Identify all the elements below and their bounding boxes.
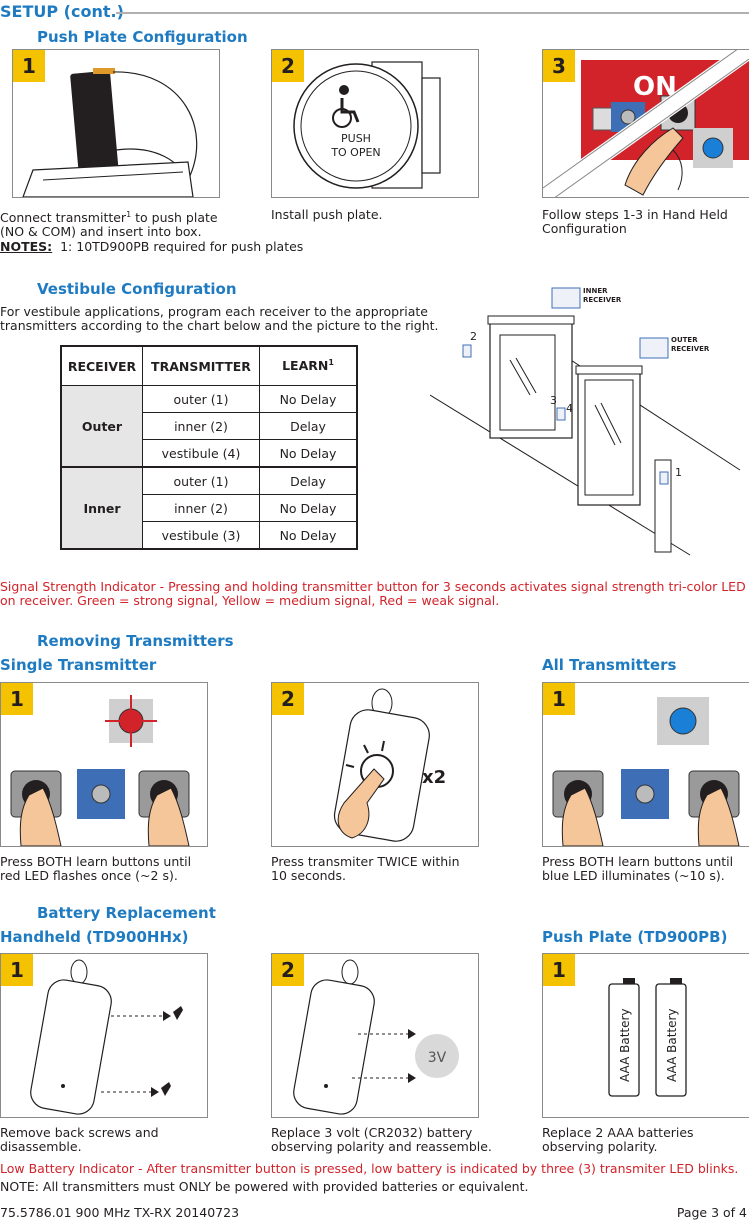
removing-title: Removing Transmitters xyxy=(37,632,234,650)
table-cell: vestibule (3) xyxy=(143,522,260,550)
header-receiver: RECEIVER xyxy=(61,346,143,386)
step-number: 2 xyxy=(272,954,304,986)
diagram-label-3: 3 xyxy=(550,394,557,407)
vestibule-title: Vestibule Configuration xyxy=(37,280,237,298)
step-number: 1 xyxy=(1,683,33,715)
table-cell: outer (1) xyxy=(143,386,260,413)
footer-page-number: Page 3 of 4 xyxy=(677,1206,747,1220)
remove-single-step-1-panel: 1 xyxy=(0,682,208,847)
battery-handheld-step-1-panel: 1 xyxy=(0,953,208,1118)
battery-pushplate-step-1-panel: 1 AAA Battery AAA Battery xyxy=(542,953,749,1118)
push-plate-step-1-caption: Connect transmitter1 to push plate (NO &… xyxy=(0,208,218,239)
receiver-inner: Inner xyxy=(61,467,143,549)
table-cell: Delay xyxy=(260,467,358,495)
diagram-label-4: 4 xyxy=(566,402,573,415)
receiver-outer: Outer xyxy=(61,386,143,468)
vestibule-table: RECEIVER TRANSMITTER LEARN1 Outer outer … xyxy=(60,345,358,550)
single-transmitter-title: Single Transmitter xyxy=(0,656,156,674)
step-number: 1 xyxy=(1,954,33,986)
table-cell: No Delay xyxy=(260,522,358,550)
remove-single-step-2-panel: 2 x2 xyxy=(271,682,479,847)
low-battery-note: Low Battery Indicator - After transmitte… xyxy=(0,1162,738,1176)
push-plate-step-2-panel: 2 PUSH TO OPEN xyxy=(271,49,479,198)
push-plate-notes: NOTES: 1: 10TD900PB required for push pl… xyxy=(0,240,303,254)
page-title: SETUP (cont.) xyxy=(0,2,124,21)
push-plate-title: Push Plate Configuration xyxy=(37,28,248,46)
footer-doc-id: 75.5786.01 900 MHz TX-RX 20140723 xyxy=(0,1206,239,1220)
table-cell: No Delay xyxy=(260,386,358,413)
aaa-battery-label-2: AAA Battery xyxy=(665,1008,679,1082)
table-cell: Delay xyxy=(260,413,358,440)
step-number: 1 xyxy=(543,683,575,715)
pushplate-battery-title: Push Plate (TD900PB) xyxy=(542,928,727,946)
outer-receiver-label-1: OUTER xyxy=(671,336,698,344)
push-plate-step-2-caption: Install push plate. xyxy=(271,208,383,222)
diagram-label-1: 1 xyxy=(675,466,682,479)
plate-text-push: PUSH xyxy=(341,132,371,145)
table-cell: No Delay xyxy=(260,495,358,522)
all-transmitters-title: All Transmitters xyxy=(542,656,676,674)
x2-label: x2 xyxy=(422,767,446,788)
push-plate-step-3-panel: 3 ON xyxy=(542,49,749,198)
vestibule-diagram: INNER RECEIVER OUTER RECEIVER 2 3 4 1 xyxy=(430,280,749,570)
header-transmitter: TRANSMITTER xyxy=(143,346,260,386)
plate-text-to-open: TO OPEN xyxy=(330,146,380,159)
battery-title: Battery Replacement xyxy=(37,904,216,922)
table-cell: outer (1) xyxy=(143,467,260,495)
step-number: 1 xyxy=(543,954,575,986)
inner-receiver-label-1: INNER xyxy=(583,287,608,295)
diagram-label-2: 2 xyxy=(470,330,477,343)
step-number: 1 xyxy=(13,50,45,82)
table-cell: No Delay xyxy=(260,440,358,468)
battery-handheld-step-2-panel: 2 3V xyxy=(271,953,479,1118)
inner-receiver-label-2: RECEIVER xyxy=(583,296,622,304)
table-cell: vestibule (4) xyxy=(143,440,260,468)
table-cell: inner (2) xyxy=(143,413,260,440)
vestibule-intro: For vestibule applications, program each… xyxy=(0,305,439,333)
coin-cell-label: 3V xyxy=(428,1050,447,1066)
step-number: 2 xyxy=(272,683,304,715)
step-number: 2 xyxy=(272,50,304,82)
battery-note: NOTE: All transmitters must ONLY be powe… xyxy=(0,1180,528,1194)
push-plate-step-1-panel: 1 xyxy=(12,49,220,198)
table-cell: inner (2) xyxy=(143,495,260,522)
remove-all-step-1-panel: 1 xyxy=(542,682,749,847)
step-number: 3 xyxy=(543,50,575,82)
handheld-title: Handheld (TD900HHx) xyxy=(0,928,189,946)
outer-receiver-label-2: RECEIVER xyxy=(671,345,710,353)
signal-strength-note: Signal Strength Indicator - Pressing and… xyxy=(0,580,746,608)
header-learn: LEARN1 xyxy=(260,346,358,386)
header-rule xyxy=(116,12,749,14)
aaa-battery-label-1: AAA Battery xyxy=(618,1008,632,1082)
